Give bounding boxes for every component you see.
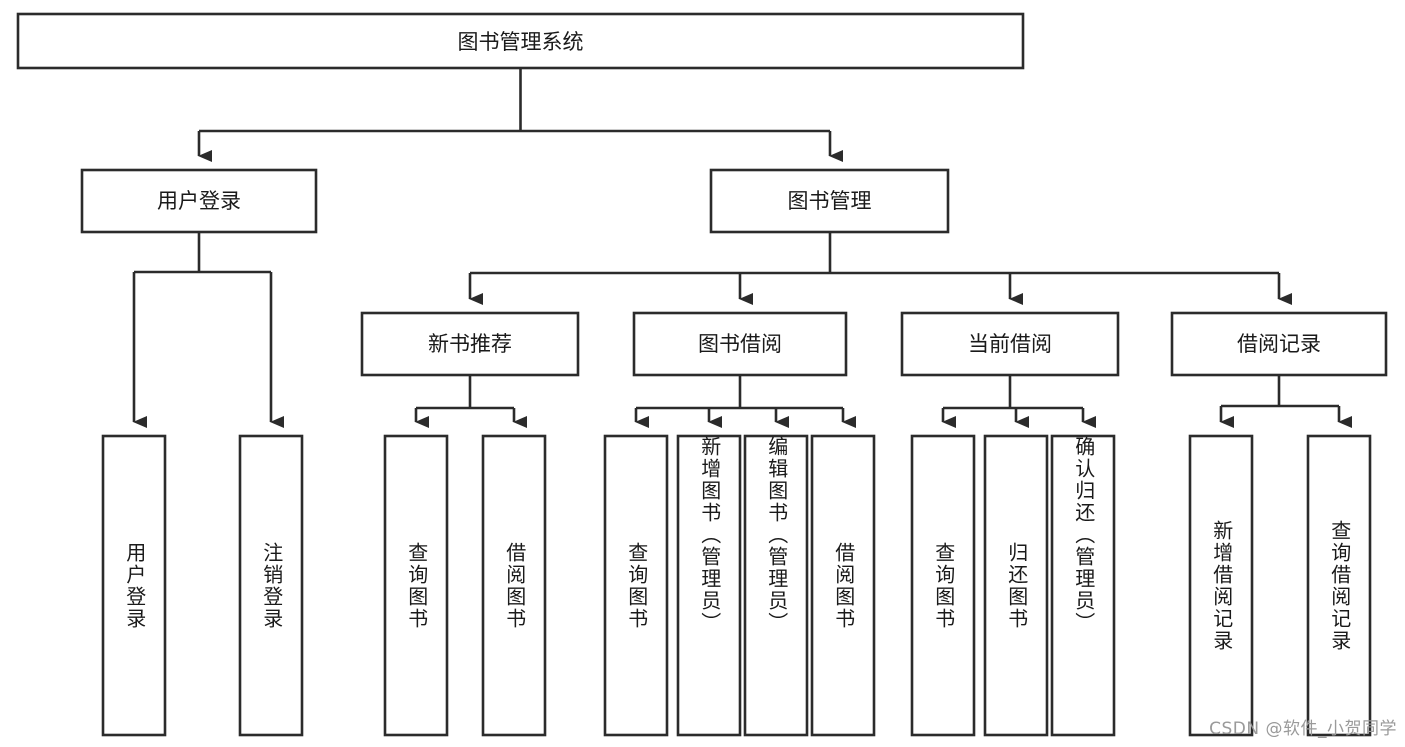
node-box-leaf-borrow-book-rec[interactable] bbox=[481, 434, 547, 737]
node-label-user-login: 用户登录 bbox=[157, 189, 241, 213]
node-box-leaf-query-record[interactable] bbox=[1306, 434, 1372, 737]
connector-layer bbox=[132, 68, 1352, 428]
node-box-leaf-add-book[interactable] bbox=[676, 434, 742, 737]
node-box-root[interactable] bbox=[16, 12, 1025, 70]
node-box-leaf-query-book-cur[interactable] bbox=[910, 434, 976, 737]
csdn-watermark: CSDN @软件_小贺同学 bbox=[1209, 719, 1397, 739]
node-box-new-book-rec[interactable] bbox=[360, 311, 580, 377]
node-label-new-book-rec: 新书推荐 bbox=[428, 332, 512, 356]
node-box-leaf-confirm-return[interactable] bbox=[1050, 434, 1116, 737]
node-box-book-manage[interactable] bbox=[709, 168, 950, 234]
node-label-root: 图书管理系统 bbox=[458, 30, 584, 54]
node-label-book-borrow: 图书借阅 bbox=[698, 332, 782, 356]
node-box-borrow-record[interactable] bbox=[1170, 311, 1388, 377]
node-box-user-login[interactable] bbox=[80, 168, 318, 234]
node-box-leaf-borrow-book[interactable] bbox=[810, 434, 876, 737]
node-box-leaf-user-login[interactable] bbox=[101, 434, 167, 737]
node-box-leaf-query-book-rec[interactable] bbox=[383, 434, 449, 737]
node-box-leaf-return-book[interactable] bbox=[983, 434, 1049, 737]
node-label-borrow-record: 借阅记录 bbox=[1237, 332, 1321, 356]
node-box-book-borrow[interactable] bbox=[632, 311, 848, 377]
node-label-current-borrow: 当前借阅 bbox=[968, 332, 1052, 356]
node-box-leaf-add-record[interactable] bbox=[1188, 434, 1254, 737]
node-box-current-borrow[interactable] bbox=[900, 311, 1120, 377]
node-box-leaf-query-book-borrow[interactable] bbox=[603, 434, 669, 737]
node-box-leaf-edit-book[interactable] bbox=[743, 434, 809, 737]
node-layer: 图书管理系统 用户登录 图书管理 新书推荐 图书借阅 当前借阅 借阅记录 bbox=[16, 12, 1388, 737]
node-box-leaf-user-logout[interactable] bbox=[238, 434, 304, 737]
node-label-book-manage: 图书管理 bbox=[788, 189, 872, 213]
